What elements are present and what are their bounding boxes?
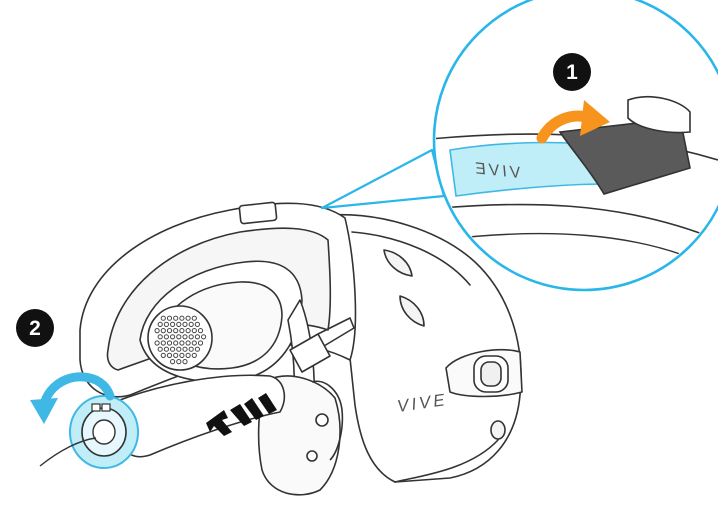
grille-hole	[160, 315, 166, 321]
side-strap	[257, 299, 355, 496]
grille-hole	[191, 340, 197, 346]
grille-hole	[173, 315, 179, 321]
grille-hole	[201, 334, 207, 340]
grille-hole	[163, 346, 169, 352]
grille-hole	[173, 328, 179, 334]
strap-brand-text: VIVE	[471, 160, 521, 182]
grille-hole	[179, 340, 185, 346]
grille-hole	[154, 340, 160, 346]
grille-hole	[191, 328, 197, 334]
step-2-badge: 2	[16, 309, 54, 347]
grille-hole	[163, 334, 169, 340]
grille-hole	[179, 328, 185, 334]
grille-hole	[157, 334, 163, 340]
headset-body	[329, 213, 523, 483]
grille-hole	[188, 334, 194, 340]
grille-hole	[170, 346, 176, 352]
grille-hole	[185, 328, 191, 334]
grille-hole	[176, 334, 182, 340]
adjustment-dial-highlight	[39, 395, 139, 469]
grille-hole	[166, 340, 173, 346]
rear-band	[117, 374, 286, 458]
grille-hole	[191, 352, 197, 358]
grille-hole	[170, 359, 176, 365]
grille-hole	[188, 321, 194, 327]
grille-hole	[194, 346, 200, 352]
grille-hole	[160, 340, 166, 346]
step-1-badge: 1	[553, 53, 591, 91]
grille-hole	[194, 321, 200, 327]
grille-hole	[176, 346, 182, 352]
grille-hole	[191, 315, 197, 321]
grille-hole	[160, 328, 166, 334]
grille-hole	[182, 346, 188, 352]
grille-hole	[185, 352, 191, 358]
grille-hole	[154, 328, 160, 334]
rotate-arrow-icon	[30, 372, 115, 424]
grille-hole	[160, 352, 166, 358]
grille-hole	[182, 321, 188, 327]
grille-hole	[157, 346, 163, 352]
grille-hole	[179, 352, 185, 358]
grille-hole	[173, 352, 179, 358]
direction-chevrons-icon	[206, 393, 277, 436]
grille-hole	[166, 315, 173, 321]
grille-hole	[170, 334, 176, 340]
speaker-grille	[147, 305, 213, 371]
curved-arrow-icon	[536, 100, 610, 144]
grille-hole	[157, 321, 163, 327]
grille-hole	[197, 328, 204, 334]
grille-hole	[185, 315, 191, 321]
grille-hole	[182, 334, 188, 340]
grille-hole	[173, 340, 179, 346]
zoomed-strap	[436, 96, 718, 271]
grille-hole	[176, 321, 182, 327]
grille-hole	[182, 359, 188, 365]
grille-hole	[179, 315, 185, 321]
step-2-number: 2	[29, 317, 41, 340]
grille-hole	[185, 340, 191, 346]
grille-hole	[166, 352, 173, 358]
grille-hole	[188, 346, 194, 352]
grille-hole	[166, 328, 173, 334]
grille-hole	[197, 340, 204, 346]
grille-hole	[176, 359, 182, 365]
grille-hole	[170, 321, 176, 327]
grille-hole	[163, 321, 169, 327]
grille-hole	[194, 334, 200, 340]
step-1-number: 1	[566, 61, 578, 84]
